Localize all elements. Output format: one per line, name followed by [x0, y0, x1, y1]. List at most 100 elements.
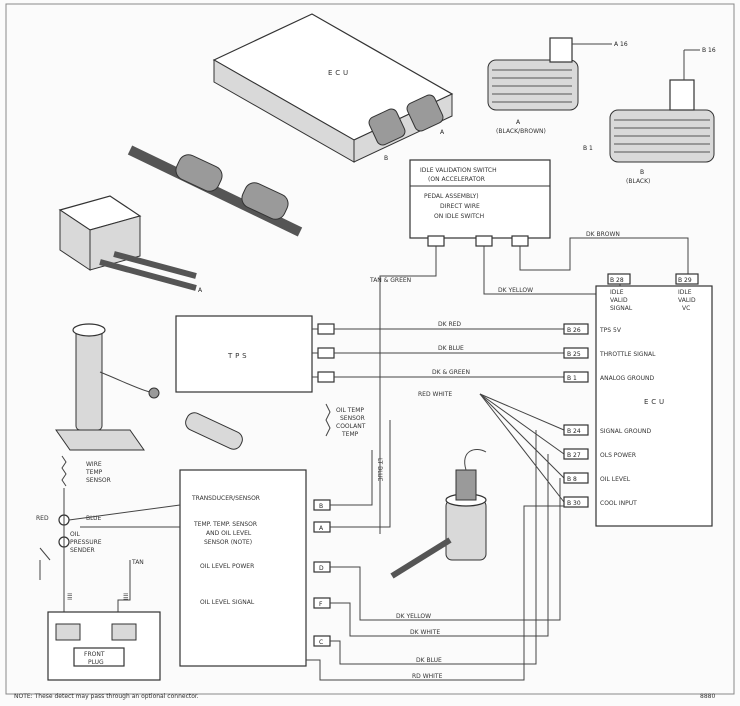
left-sensor-line-2: TEMP — [85, 469, 103, 476]
transducer-module: TRANSDUCER/SENSOR TEMP. TEMP. SENSOR AND… — [179, 469, 331, 667]
left-sensor-blue: BLUE — [86, 515, 102, 522]
ecu-top-pin-0-text1: IDLE — [610, 289, 624, 296]
wire-label-dk-red: DK RED — [438, 321, 461, 328]
sensor-label-3: COOLANT — [336, 423, 366, 430]
ecu-pin-row: B 25 THROTTLE SIGNAL — [563, 347, 656, 359]
front-plug-line-1: FRONT — [84, 651, 105, 658]
ecu-top-connector-b: B — [384, 155, 388, 162]
sensor-label-2: SENSOR — [340, 415, 365, 422]
ecu-pin-6-text: COOL INPUT — [600, 500, 637, 507]
harness-connector: A — [58, 195, 203, 294]
ecu-top-module: E C U A B — [212, 13, 454, 163]
transducer-row-1: TEMP. TEMP. SENSOR — [193, 521, 257, 528]
ivs-module: IDLE VALIDATION SWITCH (ON ACCELERATOR P… — [409, 159, 551, 247]
transducer-row-4: OIL LEVEL POWER — [200, 563, 254, 570]
ecu-top-connector-a: A — [440, 129, 445, 136]
left-sensor-line-4: OIL — [70, 531, 80, 538]
transducer-pin-2: D — [319, 565, 324, 572]
wire-label-tan-green: TAN & GREEN — [369, 277, 411, 284]
wire-label-dk-yellow-bot: DK YELLOW — [396, 613, 431, 620]
ecu-top-pin-1: B 29 — [678, 277, 692, 284]
ecu-pin-3-text: SIGNAL GROUND — [600, 428, 651, 435]
transducer-row-2: AND OIL LEVEL — [206, 530, 252, 537]
ecu-pin-row: B 1 ANALOG GROUND — [563, 371, 655, 383]
wire-label-dk-green: DK & GREEN — [432, 369, 470, 376]
ecu-pin-4: B 27 — [567, 452, 581, 459]
wire-label-dk-blue-bot: DK BLUE — [416, 657, 442, 664]
connector-b-pin-side: B 1 — [583, 145, 593, 152]
sensor-label-1: OIL TEMP — [336, 407, 364, 414]
ecu-main-label: E C U — [644, 398, 664, 406]
left-sensor-tan: TAN — [131, 559, 144, 566]
ecu-pin-1: B 25 — [567, 351, 581, 358]
connector-a-pin: A 16 — [614, 41, 628, 48]
connector-a: A 16 A (BLACK/BROWN) — [487, 37, 628, 135]
wire-label-dk-blue: DK BLUE — [438, 345, 464, 352]
ivs-line-5: ON IDLE SWITCH — [434, 213, 484, 220]
ivs-title-3: PEDAL ASSEMBLY) — [424, 193, 479, 200]
ecu-main-module: E C U B 28 B 29 IDLE VALID SIGNAL IDLE V… — [563, 273, 713, 527]
svg-text:IIII: IIII — [67, 593, 74, 600]
transducer-pin-0: B — [319, 503, 323, 510]
ecu-pin-5-text: OIL LEVEL — [600, 476, 631, 483]
front-plug-connector: FRONT PLUG IIII IIII — [47, 593, 161, 681]
left-sensor-line-5: PRESSURE — [70, 539, 102, 546]
ecu-pin-row: B 8 OIL LEVEL — [563, 472, 631, 484]
ivs-title-2: (ON ACCELERATOR — [428, 176, 485, 183]
footer-code: 8880 — [700, 693, 715, 700]
tps-wires: DK RED DK BLUE DK & GREEN RED WHITE — [334, 321, 565, 503]
connector-b: B 16 B 1 B (BLACK) — [583, 47, 716, 185]
ecu-pin-row: B 30 COOL INPUT — [563, 496, 637, 508]
ecu-top-pin-1-text2: VALID — [678, 297, 696, 304]
ecu-pin-4-text: OLS POWER — [600, 452, 636, 459]
connector-b-pin-top: B 16 — [702, 47, 716, 54]
left-sensor-line-3: SENSOR — [86, 477, 111, 484]
wire-label-red-white: RED WHITE — [418, 391, 452, 398]
sensor-label-4: TEMP — [341, 431, 359, 438]
connector-b-label: B — [640, 169, 644, 176]
tps-module: T P S — [175, 315, 335, 393]
ecu-pin-0-text: TPS 5V — [599, 327, 622, 334]
left-sensor-red: RED — [36, 515, 49, 522]
connector-a-label: A — [516, 119, 521, 126]
ecu-top-pin-0-text2: VALID — [610, 297, 628, 304]
ecu-pin-2: B 1 — [567, 375, 577, 382]
tps-label: T P S — [227, 352, 247, 360]
ecu-pin-2-text: ANALOG GROUND — [600, 375, 655, 382]
transducer-title: TRANSDUCER/SENSOR — [191, 495, 260, 502]
svg-text:IIII: IIII — [123, 593, 130, 600]
wire-label-rd-white: RD WHITE — [412, 673, 443, 680]
tube-connector — [127, 145, 303, 237]
footer-note: NOTE: These detect may pass through an o… — [14, 693, 199, 700]
wire-label-dk-white-1: DK WHITE — [410, 629, 440, 636]
wire-label-dk-yellow-top: DK YELLOW — [498, 287, 533, 294]
ecu-top-pin-1-text1: IDLE — [678, 289, 692, 296]
connector-a-color: (BLACK/BROWN) — [496, 128, 546, 135]
ecu-pin-0: B 26 — [567, 327, 581, 334]
oil-level-sensor-drawing — [390, 448, 487, 579]
pedal-sensor-drawing — [55, 323, 243, 451]
transducer-row-5: OIL LEVEL SIGNAL — [200, 599, 255, 606]
transducer-row-3: SENSOR (NOTE) — [204, 539, 252, 546]
transducer-wires: DK YELLOW DK WHITE DK BLUE RD WHITE — [306, 420, 564, 681]
ecu-pin-1-text: THROTTLE SIGNAL — [599, 351, 656, 358]
ecu-pin-row: B 27 OLS POWER — [563, 448, 636, 460]
left-sensor-line-6: SENDER — [70, 547, 95, 554]
transducer-pin-1: A — [319, 525, 324, 532]
transducer-pin-4: C — [319, 639, 323, 646]
ecu-top-pin-0-text3: SIGNAL — [610, 305, 633, 312]
ivs-wires: TAN & GREEN DK YELLOW DK BROWN — [369, 231, 689, 534]
ecu-top-pin-1-text3: VC — [682, 305, 690, 312]
ivs-line-4: DIRECT WIRE — [440, 203, 480, 210]
ecu-pin-row: B 26 TPS 5V — [563, 323, 622, 335]
oil-temp-sensor-label: OIL TEMP SENSOR COOLANT TEMP — [325, 403, 366, 438]
ecu-pin-3: B 24 — [567, 428, 581, 435]
ecu-pin-5: B 8 — [567, 476, 577, 483]
ivs-title-1: IDLE VALIDATION SWITCH — [420, 167, 497, 174]
front-plug-line-2: PLUG — [88, 659, 104, 666]
transducer-pin-3: F — [319, 601, 323, 608]
left-sensor-line-1: WIRE — [86, 461, 102, 468]
ecu-pin-row: B 24 SIGNAL GROUND — [563, 424, 651, 436]
